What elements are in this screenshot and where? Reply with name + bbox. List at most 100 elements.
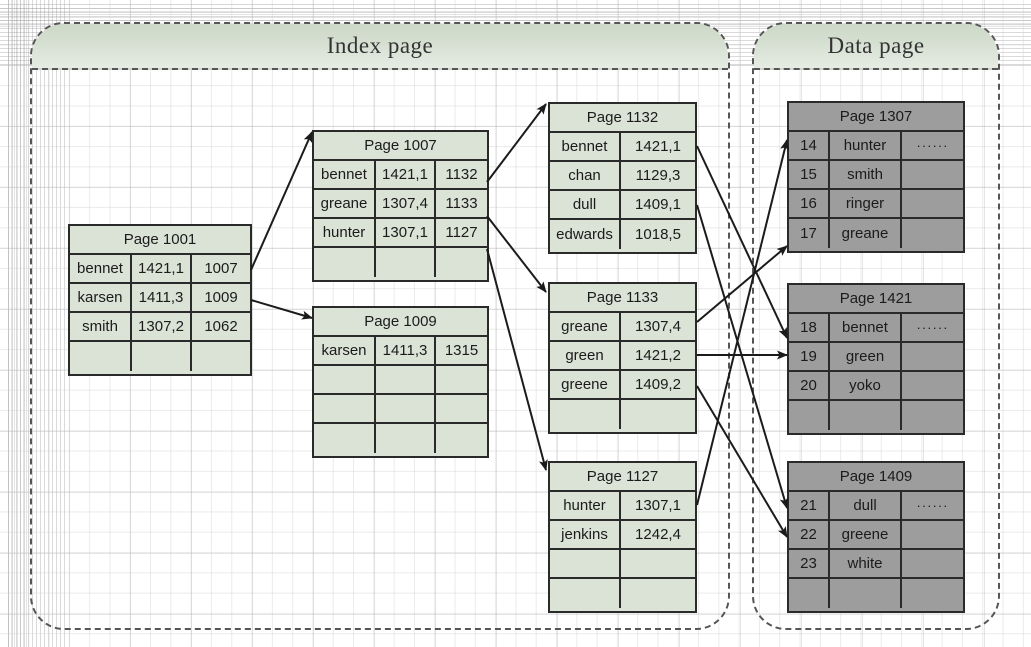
cell-page-ptr [192, 342, 250, 371]
cell-rid: 1421,1 [132, 255, 192, 282]
node-page-1127[interactable]: Page 1127 hunter 1307,1 jenkins 1242,4 [548, 461, 697, 613]
cell-row-id: 21 [789, 492, 830, 519]
cell-page-ptr: 1315 [444, 342, 479, 359]
table-row-empty[interactable] [314, 248, 487, 277]
cell-key [550, 550, 621, 577]
node-title: Page 1409 [789, 463, 963, 492]
cell-rid [376, 248, 436, 277]
table-row[interactable]: green 1421,2 [550, 342, 695, 371]
cell-key [314, 248, 376, 277]
cell-rid [621, 550, 695, 577]
cell-name: smith [830, 161, 902, 188]
cell-key: smith [70, 313, 132, 340]
cell-name: yoko [830, 372, 902, 399]
table-row[interactable]: bennet 1421,1 1007 [70, 255, 250, 284]
table-row[interactable]: bennet 1421,1 1132 [314, 161, 487, 190]
cell-page-ptr: 1062 [204, 318, 238, 335]
table-row-empty[interactable] [550, 550, 695, 579]
table-row[interactable]: bennet 1421,1 [550, 133, 695, 162]
node-title: Page 1007 [314, 132, 487, 161]
table-row[interactable]: 22 greene [789, 521, 963, 550]
node-page-1132[interactable]: Page 1132 bennet 1421,1 chan 1129,3 dull… [548, 102, 697, 254]
node-page-1421[interactable]: Page 1421 18 bennet ······ 19 green 20 y… [787, 283, 965, 435]
cell-name: greane [830, 219, 902, 248]
table-row[interactable]: dull 1409,1 [550, 191, 695, 220]
cell-key [550, 400, 621, 429]
table-row[interactable]: jenkins 1242,4 [550, 521, 695, 550]
cell-key: jenkins [550, 521, 621, 548]
table-row[interactable]: greane 1307,4 [550, 313, 695, 342]
node-title: Page 1001 [70, 226, 250, 255]
cell-rid: 1018,5 [635, 226, 681, 243]
cell-row-id: 19 [789, 343, 830, 370]
cell-key [70, 342, 132, 371]
cell-more [902, 372, 963, 399]
table-row[interactable]: 16 ringer [789, 190, 963, 219]
table-row[interactable]: hunter 1307,1 1127 [314, 219, 487, 248]
cell-name: hunter [830, 132, 902, 159]
cell-key: greene [550, 371, 621, 398]
table-row-empty[interactable] [314, 366, 487, 395]
cell-key: greane [314, 190, 376, 217]
region-index-page: Index page [30, 22, 730, 630]
cell-rid [376, 424, 436, 453]
table-row[interactable]: 21 dull ······ [789, 492, 963, 521]
table-row[interactable]: 17 greane [789, 219, 963, 248]
table-row[interactable]: 23 white [789, 550, 963, 579]
cell-key: dull [550, 191, 621, 218]
cell-name: bennet [830, 314, 902, 341]
cell-row-id: 20 [789, 372, 830, 399]
cell-name: white [830, 550, 902, 577]
table-row[interactable]: hunter 1307,1 [550, 492, 695, 521]
table-row[interactable]: 15 smith [789, 161, 963, 190]
cell-page-ptr [436, 424, 487, 453]
table-row-empty[interactable] [70, 342, 250, 371]
node-page-1009[interactable]: Page 1009 karsen 1411,3 1315 [312, 306, 489, 458]
cell-key: karsen [70, 284, 132, 311]
node-page-1133[interactable]: Page 1133 greane 1307,4 green 1421,2 gre… [548, 282, 697, 434]
node-page-1307[interactable]: Page 1307 14 hunter ······ 15 smith 16 r… [787, 101, 965, 253]
cell-key: edwards [550, 220, 621, 249]
table-row[interactable]: smith 1307,2 1062 [70, 313, 250, 342]
table-row[interactable]: edwards 1018,5 [550, 220, 695, 249]
cell-key: bennet [314, 161, 376, 188]
cell-key: green [550, 342, 621, 369]
table-row[interactable]: 18 bennet ······ [789, 314, 963, 343]
table-row[interactable]: chan 1129,3 [550, 162, 695, 191]
table-row[interactable]: karsen 1411,3 1009 [70, 284, 250, 313]
cell-rid: 1307,1 [376, 219, 436, 246]
region-data-page-header: Data page [754, 24, 998, 70]
table-row-empty[interactable] [314, 424, 487, 453]
cell-rid: 1307,4 [376, 190, 436, 217]
cell-rid [376, 395, 436, 422]
table-row[interactable]: greene 1409,2 [550, 371, 695, 400]
node-page-1409[interactable]: Page 1409 21 dull ······ 22 greene 23 wh… [787, 461, 965, 613]
cell-rid [621, 579, 695, 608]
table-row-empty[interactable] [789, 401, 963, 430]
cell-more [902, 521, 963, 548]
table-row[interactable]: 20 yoko [789, 372, 963, 401]
table-row-empty[interactable] [314, 395, 487, 424]
node-title: Page 1127 [550, 463, 695, 492]
table-row[interactable]: 14 hunter ······ [789, 132, 963, 161]
cell-rid: 1411,3 [376, 337, 436, 364]
table-row[interactable]: 19 green [789, 343, 963, 372]
cell-rid: 1242,4 [635, 526, 681, 543]
table-row[interactable]: greane 1307,4 1133 [314, 190, 487, 219]
cell-more [902, 161, 963, 188]
table-row[interactable]: karsen 1411,3 1315 [314, 337, 487, 366]
table-row-empty[interactable] [550, 400, 695, 429]
cell-key [314, 366, 376, 393]
table-row-empty[interactable] [550, 579, 695, 608]
table-row-empty[interactable] [789, 579, 963, 608]
cell-rid [132, 342, 192, 371]
cell-name [830, 579, 902, 608]
node-page-1007[interactable]: Page 1007 bennet 1421,1 1132 greane 1307… [312, 130, 489, 282]
cell-key: hunter [550, 492, 621, 519]
node-title: Page 1421 [789, 285, 963, 314]
node-page-1001[interactable]: Page 1001 bennet 1421,1 1007 karsen 1411… [68, 224, 252, 376]
cell-rid: 1421,1 [376, 161, 436, 188]
cell-page-ptr [436, 248, 487, 277]
cell-more: ······ [916, 138, 949, 153]
